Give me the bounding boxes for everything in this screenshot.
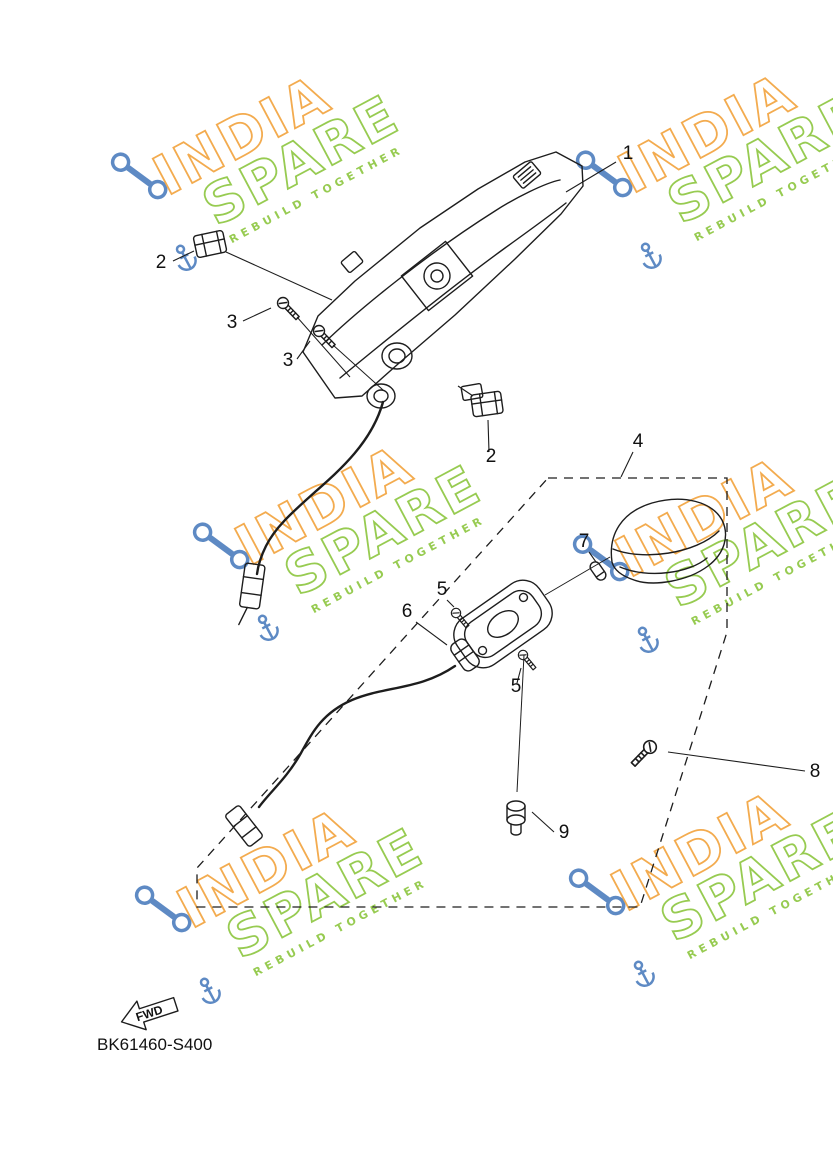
callout-9: 9 (559, 822, 570, 843)
taillight-assembly-drawing (238, 151, 584, 626)
watermark (564, 26, 833, 281)
watermark (99, 28, 415, 283)
grommet (506, 800, 526, 836)
callout-6: 6 (402, 601, 413, 622)
upper-bracket-detail (512, 161, 542, 189)
callout-3b: 3 (283, 350, 294, 371)
callout-5: 5 (437, 579, 448, 600)
callout-8: 8 (810, 761, 821, 782)
taillight-connector (238, 562, 266, 626)
callout-1: 1 (623, 143, 634, 164)
license-lamp-lens (610, 498, 727, 584)
subassembly-dashed-box (196, 477, 728, 908)
watermark (123, 761, 439, 1016)
leader-lines (172, 161, 806, 833)
part-code: BK61460-S400 (97, 1035, 212, 1054)
license-lamp-wire (257, 664, 457, 809)
fwd-arrow: FWD (120, 996, 179, 1031)
watermark (557, 744, 833, 999)
license-lamp-bulb (589, 561, 607, 581)
callout-2: 2 (156, 252, 167, 273)
screw (627, 737, 660, 770)
callout-7: 7 (579, 531, 590, 552)
callout-3: 3 (227, 312, 238, 333)
clip-nut (469, 390, 505, 418)
watermark (561, 410, 833, 665)
license-lamp-connector (225, 805, 263, 847)
watermark (181, 398, 497, 653)
bulb-socket (450, 638, 480, 672)
callout-5b: 5 (511, 676, 522, 697)
callout-2b: 2 (486, 446, 497, 467)
taillight-harness-wire (255, 400, 385, 576)
callout-4: 4 (633, 431, 644, 452)
screw (448, 605, 472, 631)
bulb-socket-housing (400, 240, 474, 312)
screw (515, 647, 539, 673)
